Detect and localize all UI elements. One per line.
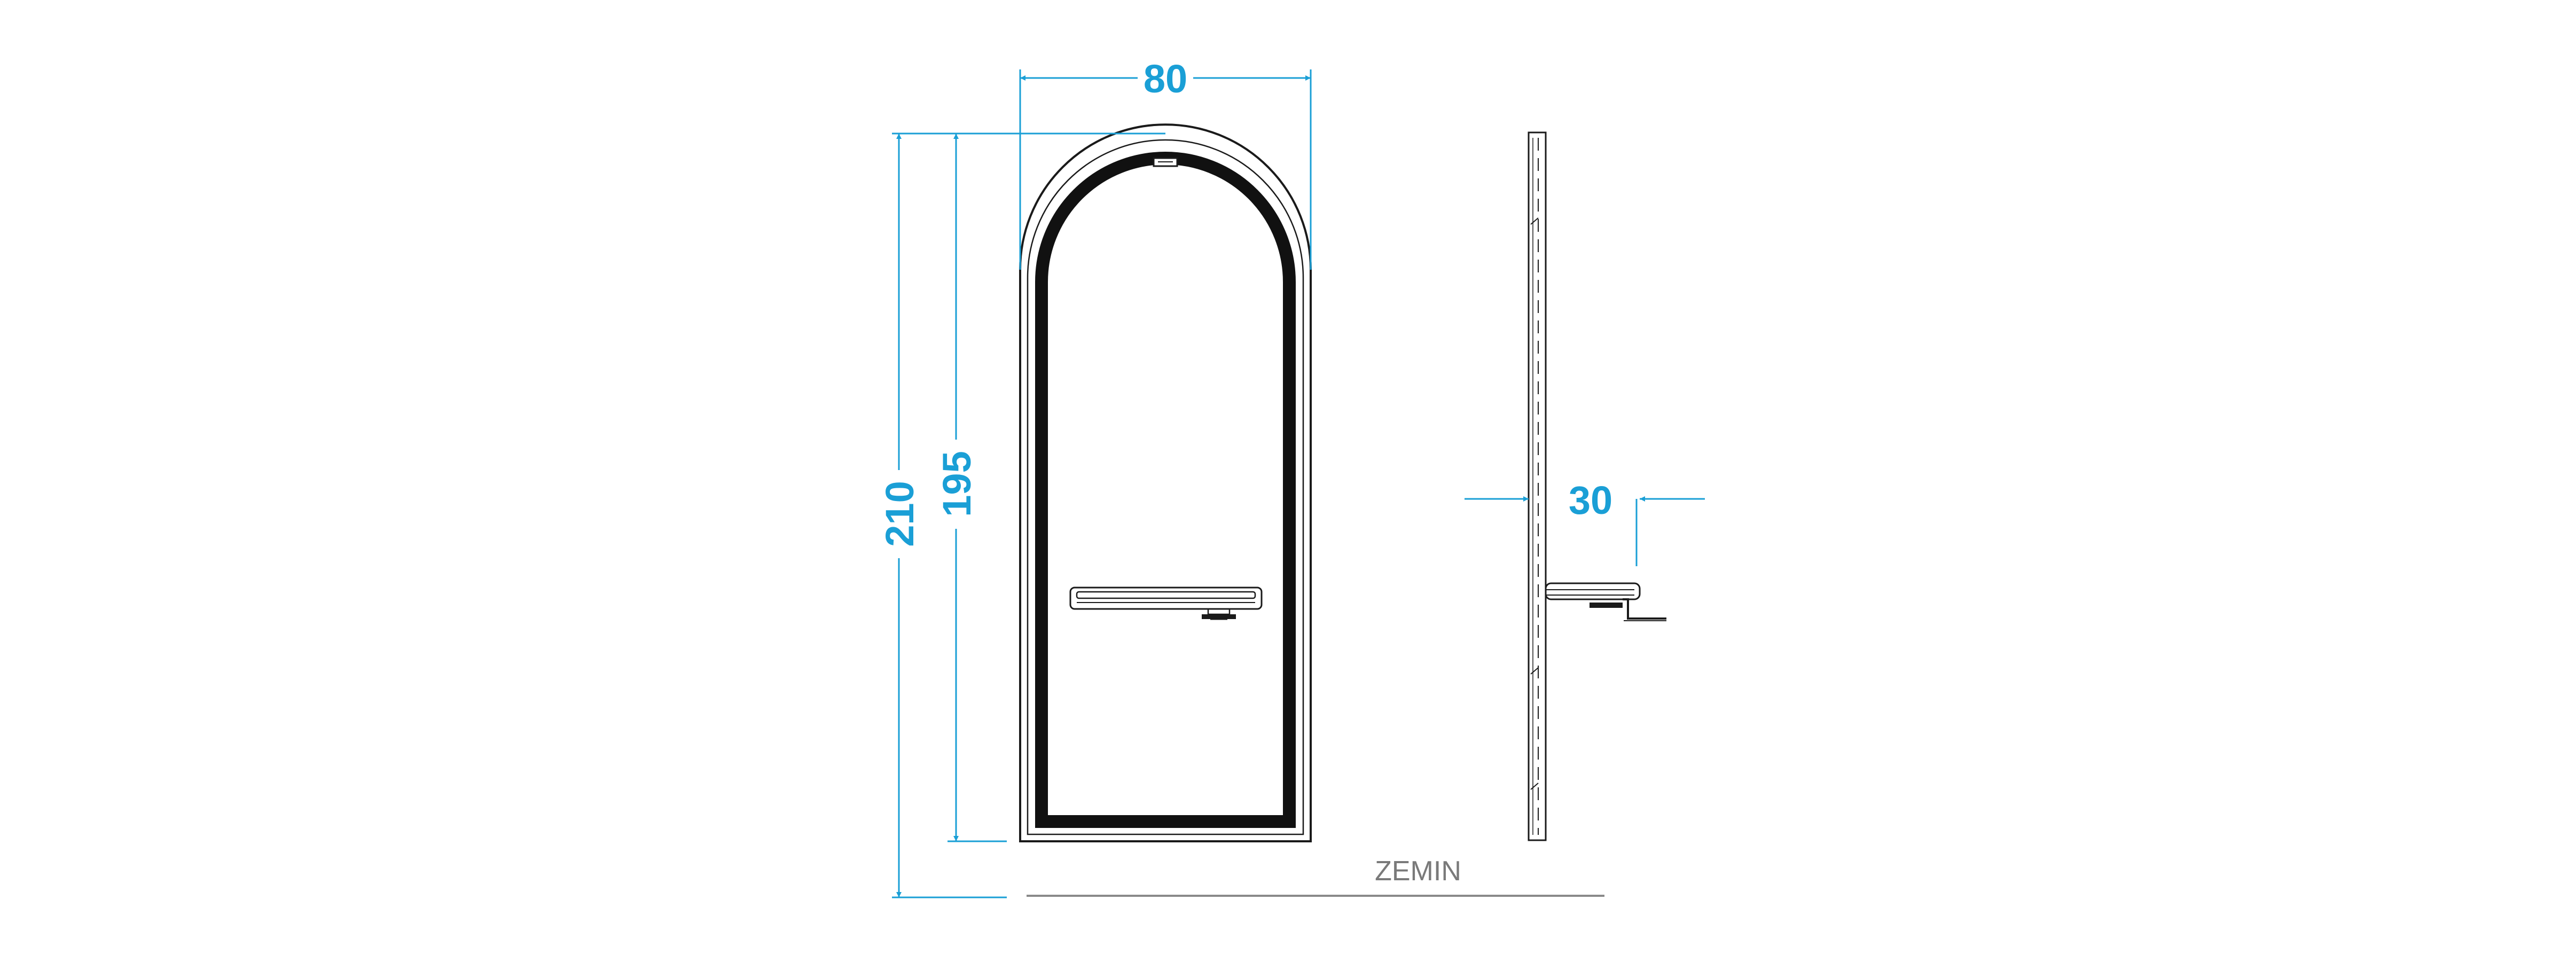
dimension-total-height bbox=[892, 132, 1165, 898]
side-view bbox=[1528, 131, 1666, 841]
inner-frame-line bbox=[1027, 139, 1304, 835]
width-label: 80 bbox=[1144, 57, 1187, 101]
total-height-label: 210 bbox=[878, 481, 922, 546]
front-view bbox=[1019, 123, 1312, 842]
side-panel bbox=[1528, 131, 1547, 841]
side-shelf bbox=[1545, 582, 1666, 621]
mirror-height-label: 195 bbox=[935, 451, 979, 517]
dimension-mirror-height bbox=[948, 134, 1007, 842]
led-strip bbox=[1035, 152, 1296, 828]
shelf bbox=[1069, 587, 1263, 620]
outer-frame bbox=[1019, 123, 1312, 842]
depth-label: 30 bbox=[1569, 478, 1612, 522]
dimension-depth bbox=[1465, 496, 1705, 566]
dimension-width bbox=[1019, 69, 1312, 270]
floor-label: ZEMIN bbox=[1375, 856, 1461, 887]
